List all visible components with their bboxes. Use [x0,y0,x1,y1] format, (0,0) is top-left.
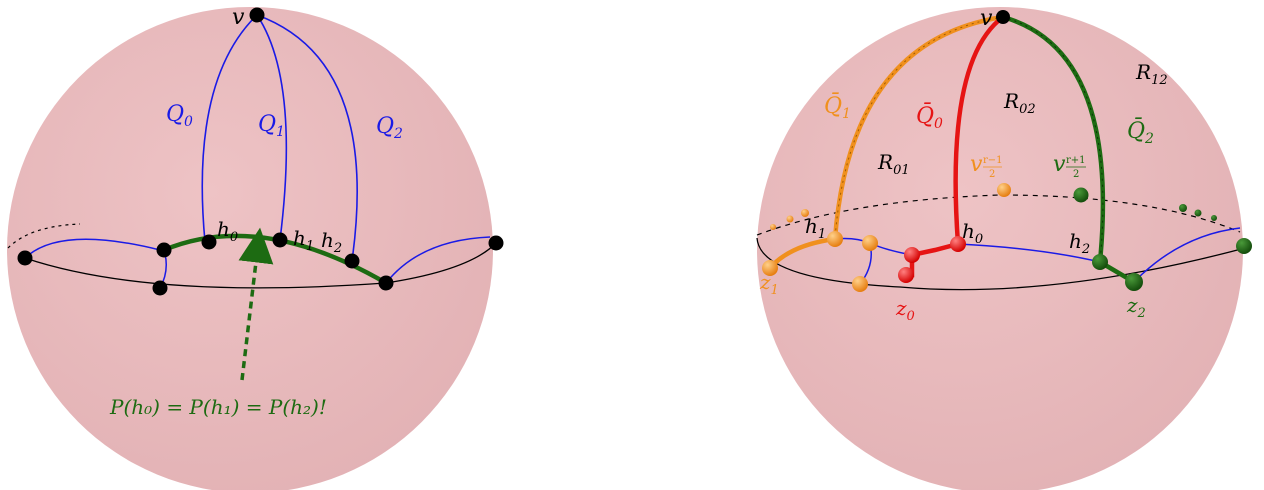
right-red-q0 [953,15,1005,245]
left-q0-path [201,14,258,243]
left-vertex-b [152,280,168,296]
left-vertex-a [156,242,172,258]
right-dot-o2 [786,215,794,223]
right-dot-o1 [770,224,776,230]
right-vertex-c [852,276,868,292]
right-label-z2: z2 [1126,293,1146,321]
right-vertex-v [996,10,1010,24]
left-sphere-diagram: v Q0 Q1 Q2 h0 h1 h2 P(h₀) = P(h₁) = P(h₂… [7,5,504,490]
left-label-v: v [232,5,245,30]
right-label-h0: h0 [962,219,983,247]
left-blue-loop-left [24,238,161,259]
right-label-vleft-num: r−1 [983,155,1003,166]
right-label-h2: h2 [1069,229,1090,257]
left-label-q2: Q2 [376,114,403,142]
right-equator-front [756,237,1246,291]
left-label-h0: h0 [217,217,238,245]
right-label-z1: z1 [759,270,779,298]
left-arrow [238,227,274,381]
right-vertex-z1 [762,260,778,276]
right-vertex-z0 [898,267,914,283]
left-q1-path [256,14,288,241]
right-label-h1: h1 [805,214,826,242]
left-equator-front [24,257,387,289]
left-vertex-c [378,275,394,291]
right-vertex-h1 [827,231,843,247]
right-blue-z2-right [1133,227,1241,283]
right-label-vleft-den: 2 [989,169,995,180]
right-label-r12: R12 [1135,60,1168,88]
right-label-z0: z0 [895,296,915,324]
right-vertex-a [862,235,878,251]
right-dot-g1 [1179,204,1187,212]
right-green-q2-dash [1002,16,1104,263]
left-label-h2: h2 [321,228,342,256]
left-caption: P(h₀) = P(h₁) = P(h₂)! [109,395,327,419]
right-label-qbar0: Q̄0 [916,102,943,132]
right-vertex-h0 [950,236,966,252]
right-dot-g3 [1211,215,1217,221]
right-orange-q1-dash [834,16,1004,240]
right-label-vright-num: r+1 [1066,155,1086,166]
right-vertex-e [1236,238,1252,254]
right-blue-h0-h2 [957,243,1101,263]
left-vertex-v [249,7,265,23]
right-sphere [757,7,1243,490]
right-label-vright: v [1053,152,1066,177]
right-label-qbar2: Q̄2 [1127,117,1154,147]
right-dot-o3 [801,209,809,217]
left-label-q1: Q1 [258,112,285,140]
right-label-vleft: v [970,152,983,177]
right-vertex-v-orange [997,183,1011,197]
right-label-qbar1: Q̄1 [824,92,851,122]
right-label-r02: R02 [1003,89,1036,117]
right-label-vright-den: 2 [1073,169,1079,180]
left-label-h1: h1 [293,226,314,254]
left-label-q0: Q0 [166,102,193,130]
left-vertex-e [488,235,504,251]
right-vertex-v-green [1073,187,1089,203]
right-dot-g2 [1194,209,1202,217]
left-q2-path [256,14,358,262]
left-vertex-d [17,250,33,266]
left-vertex-h1 [272,232,288,248]
left-blue-loop-right [385,236,491,284]
left-vertex-h2 [344,253,360,269]
left-vertex-h0 [201,234,217,250]
right-label-v: v [980,6,993,31]
right-sphere-diagram: v Q̄1 Q̄0 Q̄2 R01 R02 R12 v r−1 2 v r+1 … [756,6,1252,490]
right-vertex-h2 [1092,254,1108,270]
right-vertex-b [904,247,920,263]
right-label-r01: R01 [877,150,910,178]
right-vertex-z2 [1125,273,1143,291]
left-equator-right [385,242,497,284]
